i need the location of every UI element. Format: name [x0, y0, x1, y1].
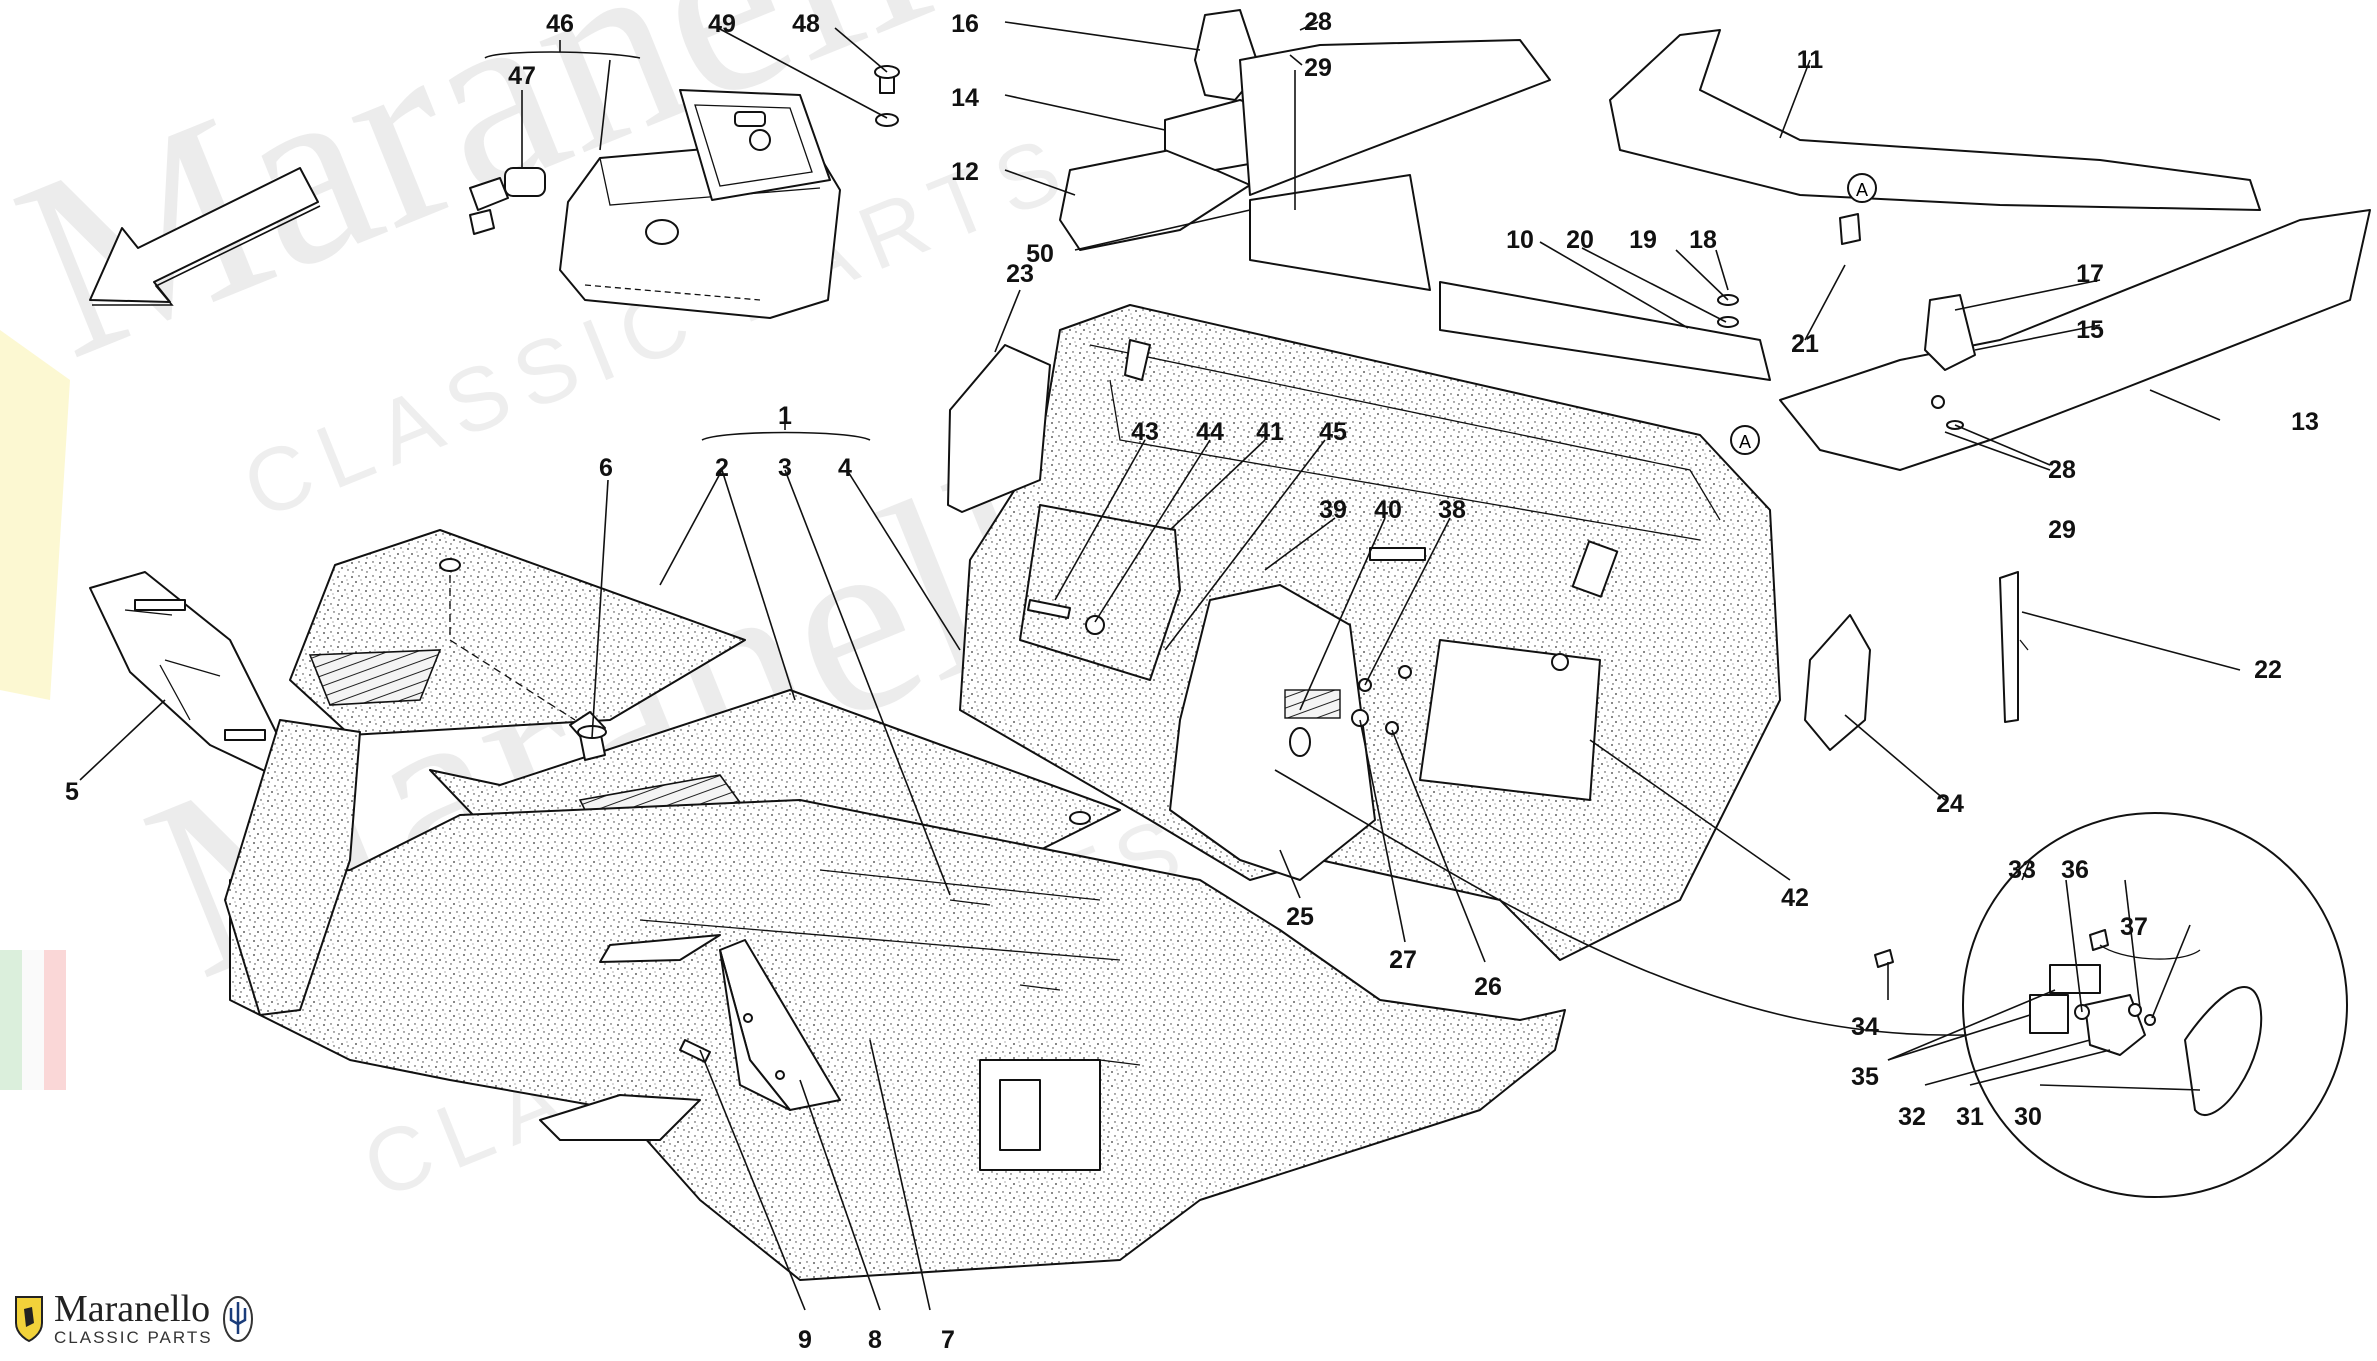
part-10-trim: [1439, 281, 1771, 381]
callout-48: 48: [792, 10, 820, 38]
callout-24: 24: [1936, 790, 1964, 818]
callout-37: 37: [2120, 913, 2148, 941]
brand-subtitle: CLASSIC PARTS: [54, 1328, 213, 1347]
callout-28-right: 28: [2048, 456, 2076, 484]
badge-shape: [0, 330, 70, 700]
callout-3: 3: [778, 454, 792, 482]
callout-21: 21: [1791, 330, 1819, 358]
reference-a-label-2: A: [1739, 432, 1751, 452]
part-25-cover: [1169, 584, 1412, 881]
callout-49: 49: [708, 10, 736, 38]
callout-12: 12: [951, 158, 979, 186]
callout-1: 1: [778, 402, 792, 430]
part-2-floor-mat: [289, 529, 746, 743]
callout-43: 43: [1131, 418, 1159, 446]
part-22-strip: [1999, 571, 2029, 723]
callout-35: 35: [1851, 1063, 1879, 1091]
part-23-bracket: [947, 344, 1051, 513]
flag-white: [22, 950, 44, 1090]
callout-18: 18: [1689, 226, 1717, 254]
flag-red: [44, 950, 66, 1090]
callout-17: 17: [2076, 260, 2104, 288]
callout-31: 31: [1956, 1103, 1984, 1131]
callout-46: 46: [546, 10, 574, 38]
trident-icon: [222, 1296, 253, 1342]
leader-lines: [79, 21, 2241, 1311]
callout-42: 42: [1781, 884, 1809, 912]
part-14-16-console: [1164, 9, 1551, 291]
part-4-main-carpet: [224, 719, 1566, 1281]
callout-10: 10: [1506, 226, 1534, 254]
callout-25: 25: [1286, 903, 1314, 931]
callout-2: 2: [715, 454, 729, 482]
callout-16: 16: [951, 10, 979, 38]
callout-15: 15: [2076, 316, 2104, 344]
callout-22: 22: [2254, 656, 2282, 684]
callout-32: 32: [1898, 1103, 1926, 1131]
callout-30: 30: [2014, 1103, 2042, 1131]
callout-5: 5: [65, 778, 79, 806]
callout-7: 7: [941, 1326, 955, 1354]
brand-logo: Maranello CLASSIC PARTS: [12, 1290, 255, 1348]
reference-a-circle-2: [1730, 425, 1760, 455]
callout-13: 13: [2291, 408, 2319, 436]
callout-50: 50: [1026, 240, 1054, 268]
callout-28-top: 28: [1304, 8, 1332, 36]
callout-33: 33: [2008, 856, 2036, 884]
callout-23: 23: [1006, 260, 1034, 288]
callout-19: 19: [1629, 226, 1657, 254]
part-11-trim: A: [1609, 29, 2261, 245]
callout-44: 44: [1196, 418, 1224, 446]
part-13-15-17-trim: [1779, 209, 2371, 471]
callout-39: 39: [1319, 496, 1347, 524]
callout-26: 26: [1474, 973, 1502, 1001]
callout-11: 11: [1797, 46, 1824, 74]
callout-45: 45: [1319, 418, 1347, 446]
callout-6: 6: [599, 454, 613, 482]
callout-36: 36: [2061, 856, 2089, 884]
callout-27: 27: [1389, 946, 1417, 974]
callout-41: 41: [1256, 418, 1284, 446]
reference-a-circle-1: [1847, 173, 1877, 203]
reference-a-label-1: A: [1856, 180, 1868, 200]
part-44-panel: [1019, 504, 1181, 681]
flag-green: [0, 950, 22, 1090]
shield-icon: [15, 1296, 43, 1343]
glove-box-assembly: [469, 65, 900, 319]
callout-20: 20: [1566, 226, 1594, 254]
callout-29-right: 29: [2048, 516, 2076, 544]
callout-14: 14: [951, 84, 979, 112]
callout-8: 8: [868, 1326, 882, 1354]
callout-29-top: 29: [1304, 54, 1332, 82]
callout-4: 4: [838, 454, 852, 482]
part-42-box: [1419, 639, 1601, 801]
brand-name: Maranello: [54, 1288, 211, 1330]
callout-labels: 46 47 49 48 16 14 12 50 28 29 11 10 20 1…: [65, 8, 2319, 1354]
callout-40: 40: [1374, 496, 1402, 524]
detail-magnifier: [1274, 769, 2348, 1198]
callout-47: 47: [508, 62, 536, 90]
direction-arrow: [89, 167, 321, 306]
callout-9: 9: [798, 1326, 812, 1354]
part-24-bracket: [1804, 614, 1871, 751]
callout-34: 34: [1851, 1013, 1879, 1041]
callout-38: 38: [1438, 496, 1466, 524]
